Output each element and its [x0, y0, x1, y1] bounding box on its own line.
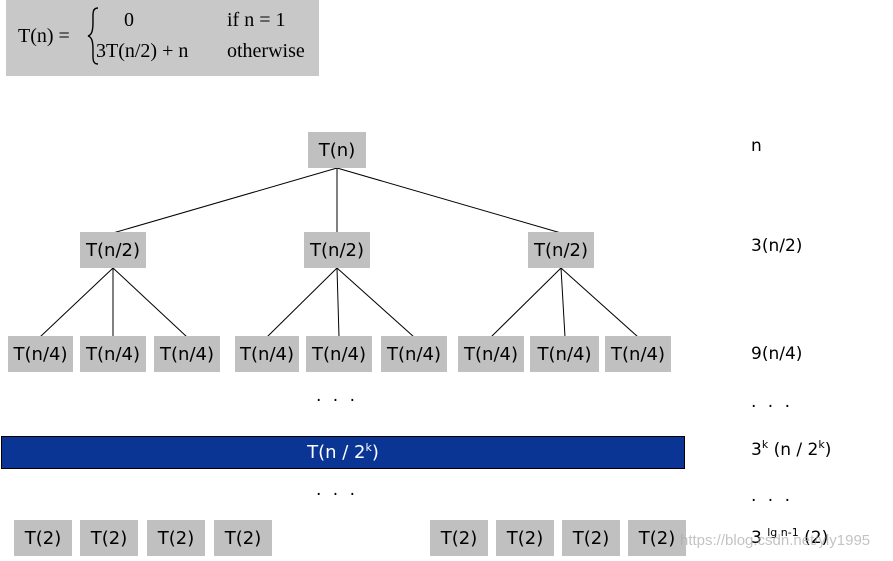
tree-leaf: T(2)	[214, 520, 272, 556]
formula-case2-value: 3T(n/2) + n	[96, 40, 189, 62]
tree-node-level2: T(n/4)	[306, 336, 372, 372]
cost-k-base: 3	[751, 440, 762, 460]
cost-k-exp2: k	[818, 438, 825, 451]
tree-node-level1: T(n/2)	[528, 232, 594, 268]
formula-case1-value: 0	[124, 9, 134, 31]
tree-leaf: T(2)	[80, 520, 138, 556]
tree-node-level2: T(n/4)	[235, 336, 299, 372]
edge	[490, 267, 562, 338]
edge	[560, 267, 566, 338]
edge	[336, 167, 562, 234]
edge	[336, 267, 340, 338]
edge	[266, 267, 338, 338]
tree-node-level2: T(n/4)	[458, 336, 524, 372]
formula-lhs: T(n) =	[18, 25, 70, 47]
tree-leaf: T(2)	[147, 520, 205, 556]
cost-level1: 3(n/2)	[751, 236, 803, 256]
edge	[112, 267, 188, 338]
level-k-tail: )	[371, 442, 379, 463]
cost-k-mid: (n / 2	[768, 440, 819, 460]
ellipsis: . . .	[316, 480, 359, 500]
recurrence-formula: T(n) = 0 if n = 1 3T(n/2) + n otherwise	[6, 0, 319, 76]
tree-leaf: T(2)	[496, 520, 554, 556]
tree-level-k-bar: T(n / 2k)	[1, 436, 685, 469]
tree-node-level2: T(n/4)	[381, 336, 447, 372]
cost-ellipsis: . . .	[751, 486, 794, 506]
tree-node-level2: T(n/4)	[605, 336, 671, 372]
tree-node-root: T(n)	[308, 132, 366, 168]
watermark: https://blog.csdn.net/yly1995	[680, 532, 871, 549]
cost-leaf-exponent: lg n-1	[767, 526, 799, 539]
tree-node-level1: T(n/2)	[80, 232, 146, 268]
cost-leaf-base: 3	[751, 528, 768, 548]
cost-leaf-tail: (2)	[798, 528, 829, 548]
tree-node-level2: T(n/4)	[154, 336, 220, 372]
edge	[39, 267, 114, 338]
edge	[112, 167, 338, 234]
left-brace-icon	[87, 7, 99, 65]
cost-k-tail: )	[824, 440, 832, 460]
tree-node-level2: T(n/4)	[8, 336, 73, 372]
ellipsis: . . .	[316, 386, 359, 406]
tree-node-level2: T(n/4)	[530, 336, 599, 372]
formula-case1-condition: if n = 1	[227, 9, 286, 31]
tree-leaf: T(2)	[430, 520, 488, 556]
tree-leaf: T(2)	[562, 520, 620, 556]
cost-leaf-level: 3 lg n-1 (2)	[751, 526, 829, 548]
tree-node-level1: T(n/2)	[304, 232, 370, 268]
cost-k-exp1: k	[761, 438, 769, 451]
tree-node-level2: T(n/4)	[80, 336, 146, 372]
edge	[560, 267, 639, 338]
cost-level2: 9(n/4)	[751, 344, 803, 364]
cost-ellipsis: . . .	[751, 392, 794, 412]
formula-case2-condition: otherwise	[227, 40, 305, 62]
level-k-label: T(n / 2k)	[307, 442, 379, 463]
level-k-base: T(n / 2	[307, 442, 366, 463]
tree-leaf: T(2)	[14, 520, 72, 556]
tree-leaf: T(2)	[628, 520, 686, 556]
level-k-exponent: k	[365, 441, 372, 454]
cost-level-k: 3k (n / 2k)	[751, 438, 832, 460]
edge	[336, 267, 415, 338]
cost-level0: n	[751, 136, 762, 156]
